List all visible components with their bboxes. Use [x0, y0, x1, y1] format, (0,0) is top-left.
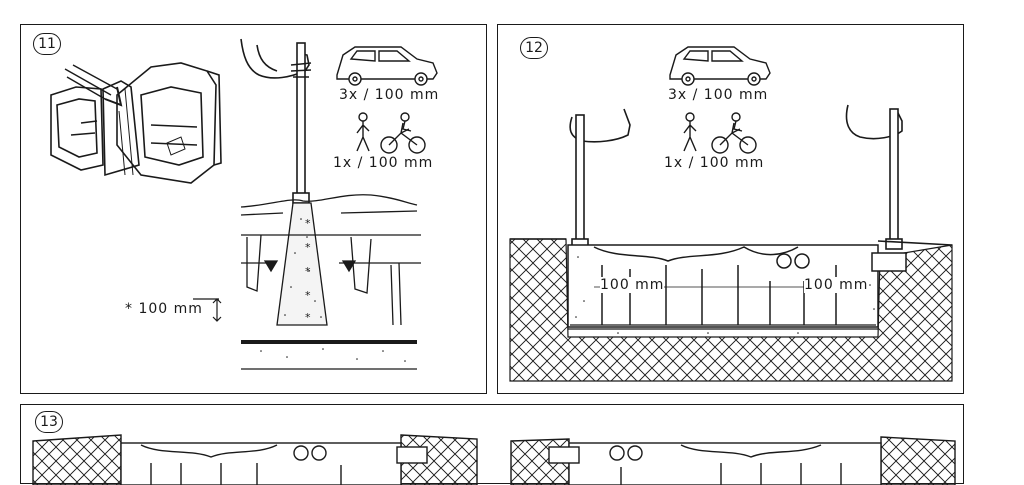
- pedestrian-compaction-rule: 1x / 100 mm: [664, 155, 765, 171]
- hand-tamper-right: [845, 104, 903, 250]
- pedestrian-icon: [356, 112, 370, 152]
- svg-text:*: *: [305, 241, 311, 254]
- tank-section-left: [32, 434, 478, 485]
- step-11-panel: 11: [20, 24, 487, 394]
- tank-cutaway-illustration: [50, 62, 222, 184]
- car-compaction-rule: 3x / 100 mm: [668, 87, 769, 103]
- svg-text:*: *: [305, 217, 311, 230]
- pedestrian-icon: [683, 112, 697, 152]
- step-11-drawing: * * * * *: [50, 38, 438, 370]
- hand-tamper-left: [569, 108, 631, 250]
- step-13-panel: 13: [20, 404, 964, 485]
- gravel-texture: [260, 218, 406, 362]
- fill-arrow-icon: [64, 64, 123, 107]
- cyclist-icon: [711, 112, 757, 154]
- step-12-panel: 12: [497, 24, 964, 394]
- backfill-cross-section: [240, 194, 421, 370]
- step-number: 13: [35, 411, 63, 433]
- car-icon: [336, 46, 438, 86]
- svg-text:*: *: [305, 265, 311, 278]
- car-icon: [669, 46, 771, 86]
- step-number: 12: [520, 37, 548, 59]
- gravel-texture: [575, 256, 875, 334]
- cyclist-icon: [380, 112, 426, 154]
- step-13-drawing: [32, 434, 956, 485]
- layer-thickness-note: * 100 mm: [125, 301, 203, 317]
- dimension-label-left: 100 mm: [600, 277, 665, 293]
- step-12-drawing: [509, 46, 953, 382]
- svg-text:*: *: [305, 289, 311, 302]
- dimension-label-right: 100 mm: [804, 277, 869, 293]
- hand-tamper-illustration: [240, 38, 312, 216]
- svg-text:*: *: [305, 311, 311, 324]
- layer-dimension-marker: [193, 298, 222, 322]
- layer-markers: * * * * *: [305, 217, 311, 324]
- tank-section-right: [510, 436, 956, 485]
- pedestrian-compaction-rule: 1x / 100 mm: [333, 155, 434, 171]
- step-number: 11: [33, 33, 61, 55]
- car-compaction-rule: 3x / 100 mm: [339, 87, 440, 103]
